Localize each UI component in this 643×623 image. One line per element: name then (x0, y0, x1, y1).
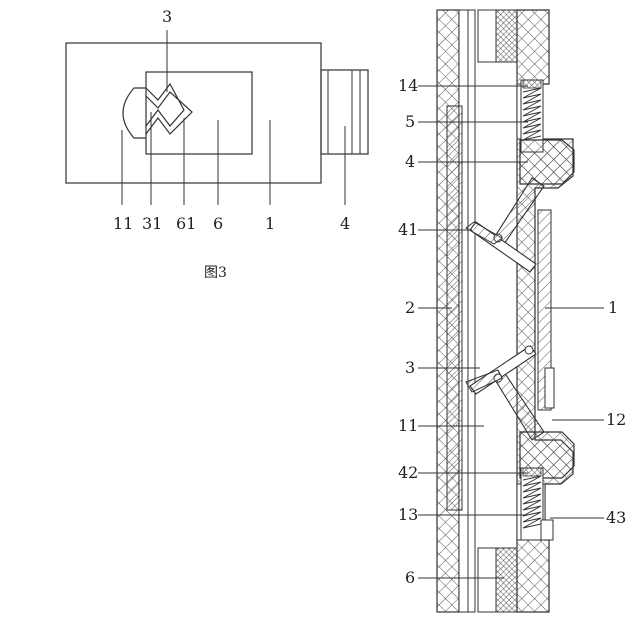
label-11-right: 11 (398, 416, 418, 435)
spring-13 (522, 475, 542, 529)
part-61 (145, 91, 193, 135)
label-6-right: 6 (405, 568, 415, 587)
label-1-right: 1 (608, 298, 618, 317)
label-12: 12 (606, 410, 626, 429)
label-1: 1 (265, 214, 275, 233)
pivot-lower-top (524, 345, 534, 355)
block-6-top (495, 9, 518, 63)
label-5: 5 (405, 112, 415, 131)
part-12 (544, 367, 555, 409)
label-3-right: 3 (405, 358, 415, 377)
arm-lower-short (465, 369, 503, 393)
part-43 (540, 519, 554, 541)
housing-1 (65, 42, 322, 184)
label-14: 14 (398, 76, 418, 95)
part-1 (537, 209, 552, 411)
arm-upper-short (465, 221, 503, 245)
label-61: 61 (176, 214, 196, 233)
block-top-frame (477, 9, 497, 63)
block-4-upper (519, 139, 575, 185)
part-42 (522, 467, 542, 477)
label-41: 41 (398, 220, 418, 239)
label-31: 31 (142, 214, 162, 233)
block-bottom-frame (477, 547, 497, 613)
block-6-bottom (495, 547, 518, 613)
part-11 (122, 87, 146, 139)
label-4-right: 4 (405, 152, 415, 171)
label-43: 43 (606, 508, 626, 527)
block-6 (145, 71, 253, 155)
part-14 (522, 79, 542, 89)
label-42: 42 (398, 463, 418, 482)
right-figure: 14 5 4 41 2 3 11 42 13 6 1 12 43 (398, 9, 626, 613)
part-31 (145, 82, 185, 127)
label-2: 2 (405, 298, 415, 317)
spring-5 (522, 87, 542, 141)
figure-caption: 图3 (204, 265, 227, 281)
label-13: 13 (398, 505, 418, 524)
label-6: 6 (213, 214, 223, 233)
label-4: 4 (340, 214, 350, 233)
block-4-lower (519, 431, 575, 479)
label-11: 11 (113, 214, 133, 233)
figure-3: 3 11 31 61 6 1 4 图3 (65, 7, 369, 281)
label-3: 3 (162, 7, 172, 26)
